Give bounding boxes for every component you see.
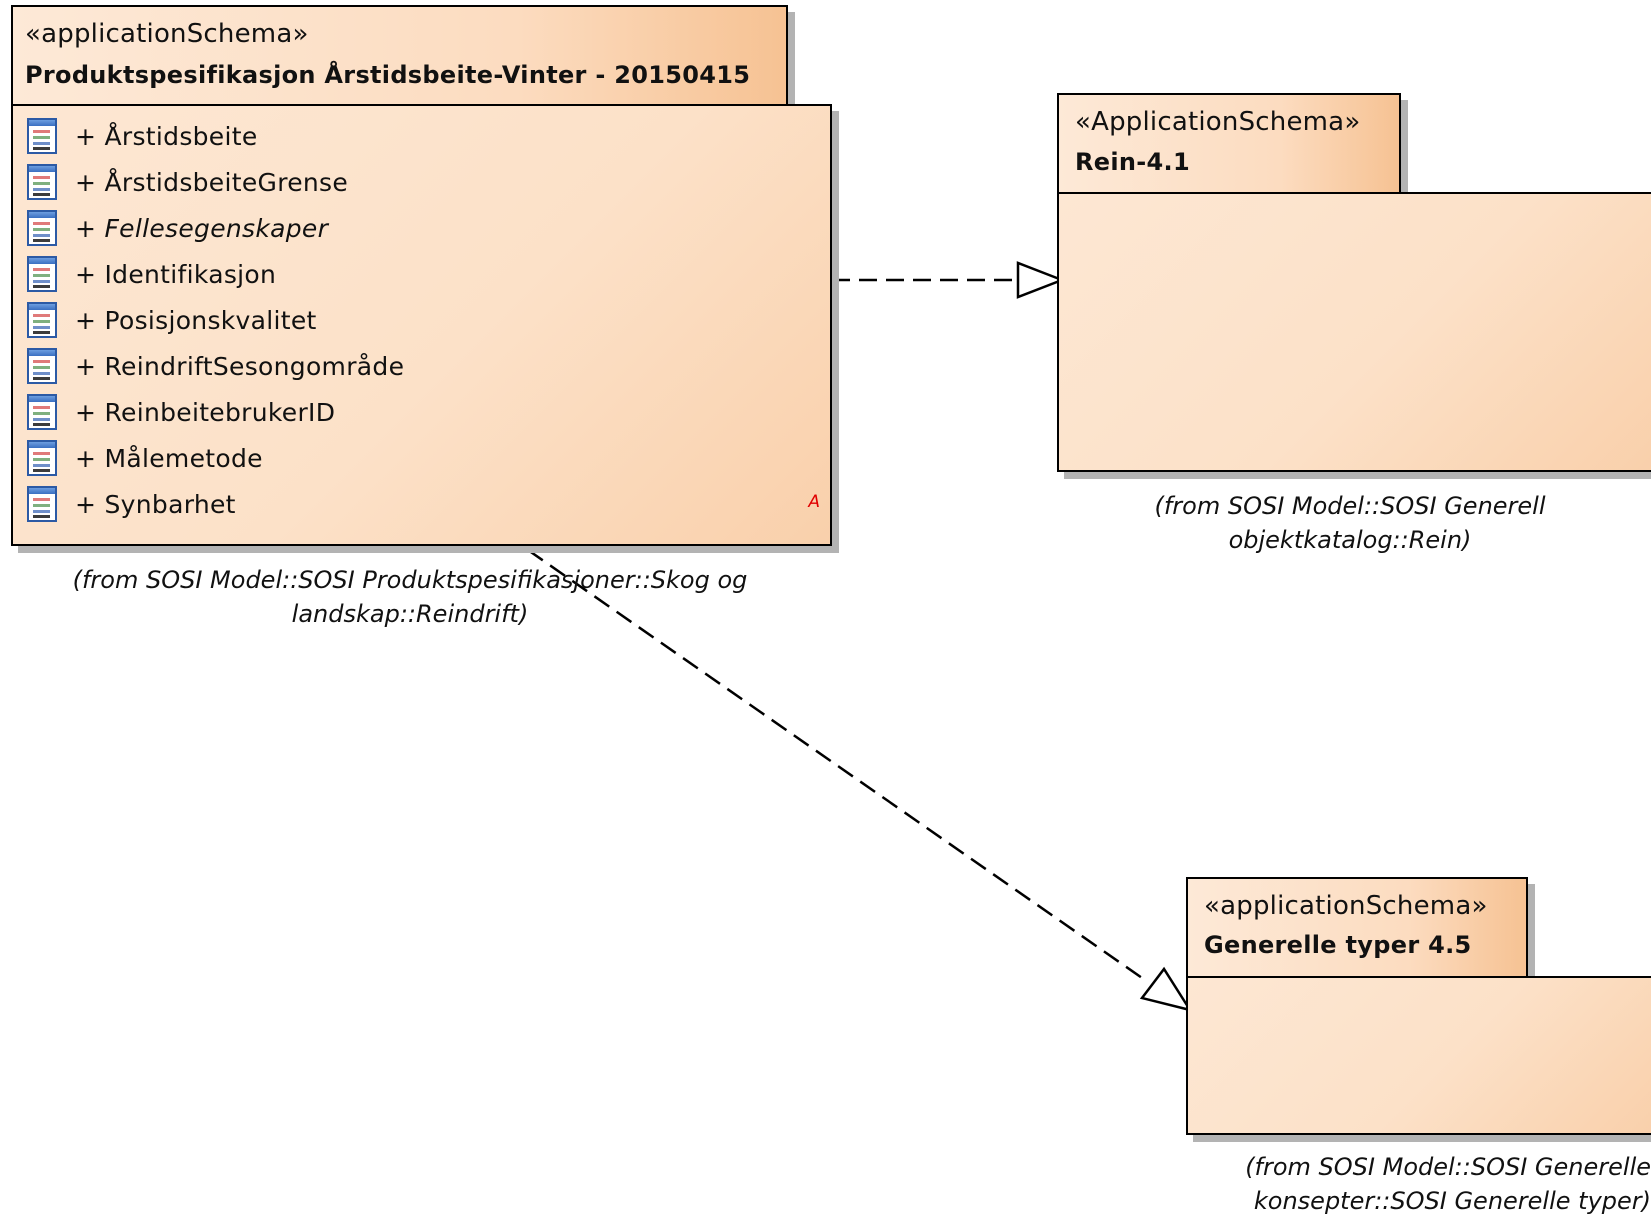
member-row[interactable]: + Fellesegenskaper xyxy=(27,208,328,248)
generelle-package-body[interactable] xyxy=(1186,976,1651,1135)
member-row[interactable]: + Årstidsbeite xyxy=(27,116,258,156)
member-row[interactable]: + Målemetode xyxy=(27,438,263,478)
arrowhead-generelle xyxy=(1139,966,1193,1012)
class-icon xyxy=(27,348,57,384)
dependency-to-rein[interactable] xyxy=(832,261,1066,299)
member-row[interactable]: + Posisjonskvalitet xyxy=(27,300,317,340)
rein-package-name: Rein-4.1 xyxy=(1075,148,1190,176)
member-row[interactable]: + Identifikasjon xyxy=(27,254,276,294)
generelle-package-from-note: (from SOSI Model::SOSI Generelle konsept… xyxy=(1176,1150,1651,1218)
member-label: + Målemetode xyxy=(75,443,263,473)
generelle-package-stereotype: «applicationSchema» xyxy=(1204,891,1488,921)
rein-from-line2: objektkatalog::Rein) xyxy=(1228,526,1472,554)
rein-package-from-note: (from SOSI Model::SOSI Generell objektka… xyxy=(1080,489,1620,557)
main-package-name: Produktspesifikasjon Årstidsbeite-Vinter… xyxy=(25,61,751,89)
dependency-to-generelle[interactable] xyxy=(527,548,1193,1012)
class-icon xyxy=(27,302,57,338)
generelle-package-tab[interactable]: «applicationSchema» Generelle typer 4.5 xyxy=(1186,877,1528,978)
member-label: + Fellesegenskaper xyxy=(75,213,329,243)
class-icon xyxy=(27,440,57,476)
class-icon xyxy=(27,394,57,430)
member-row[interactable]: + ÅrstidsbeiteGrense xyxy=(27,162,348,202)
class-icon xyxy=(27,256,57,292)
main-from-line2: landskap::Reindrift) xyxy=(291,600,529,628)
member-label: + Posisjonskvalitet xyxy=(75,305,317,335)
main-package-tab[interactable]: «applicationSchema» Produktspesifikasjon… xyxy=(11,5,788,106)
member-row[interactable]: + ReinbeitebrukerID xyxy=(27,392,335,432)
class-icon xyxy=(27,118,57,154)
generelle-package-name: Generelle typer 4.5 xyxy=(1204,931,1472,959)
rein-package-body[interactable] xyxy=(1057,192,1651,472)
rein-from-line1: (from SOSI Model::SOSI Generell xyxy=(1154,492,1546,520)
class-icon xyxy=(27,486,57,522)
rein-package-stereotype: «ApplicationSchema» xyxy=(1075,107,1361,137)
rein-package-tab[interactable]: «ApplicationSchema» Rein-4.1 xyxy=(1057,93,1401,194)
generelle-from-line2: konsepter::SOSI Generelle typer) xyxy=(1253,1187,1651,1215)
abstract-marker: A xyxy=(808,492,820,512)
main-package-stereotype: «applicationSchema» xyxy=(25,19,309,49)
member-label: + Årstidsbeite xyxy=(75,121,258,151)
arrowhead-rein xyxy=(1016,261,1066,299)
main-package-from-note: (from SOSI Model::SOSI Produktspesifikas… xyxy=(30,563,790,631)
member-label: + ReinbeitebrukerID xyxy=(75,397,336,427)
member-row[interactable]: + ReindriftSesongområde xyxy=(27,346,404,386)
class-icon xyxy=(27,164,57,200)
main-package-body[interactable]: + Årstidsbeite + ÅrstidsbeiteGrense xyxy=(11,104,832,546)
member-label: + Synbarhet xyxy=(75,489,236,519)
main-from-line1: (from SOSI Model::SOSI Produktspesifikas… xyxy=(72,566,748,594)
generelle-from-line1: (from SOSI Model::SOSI Generelle xyxy=(1245,1153,1651,1181)
member-label: + ÅrstidsbeiteGrense xyxy=(75,167,349,197)
member-label: + ReindriftSesongområde xyxy=(75,351,405,381)
class-icon xyxy=(27,210,57,246)
member-row[interactable]: + Synbarhet xyxy=(27,484,236,524)
member-label: + Identifikasjon xyxy=(75,259,277,289)
